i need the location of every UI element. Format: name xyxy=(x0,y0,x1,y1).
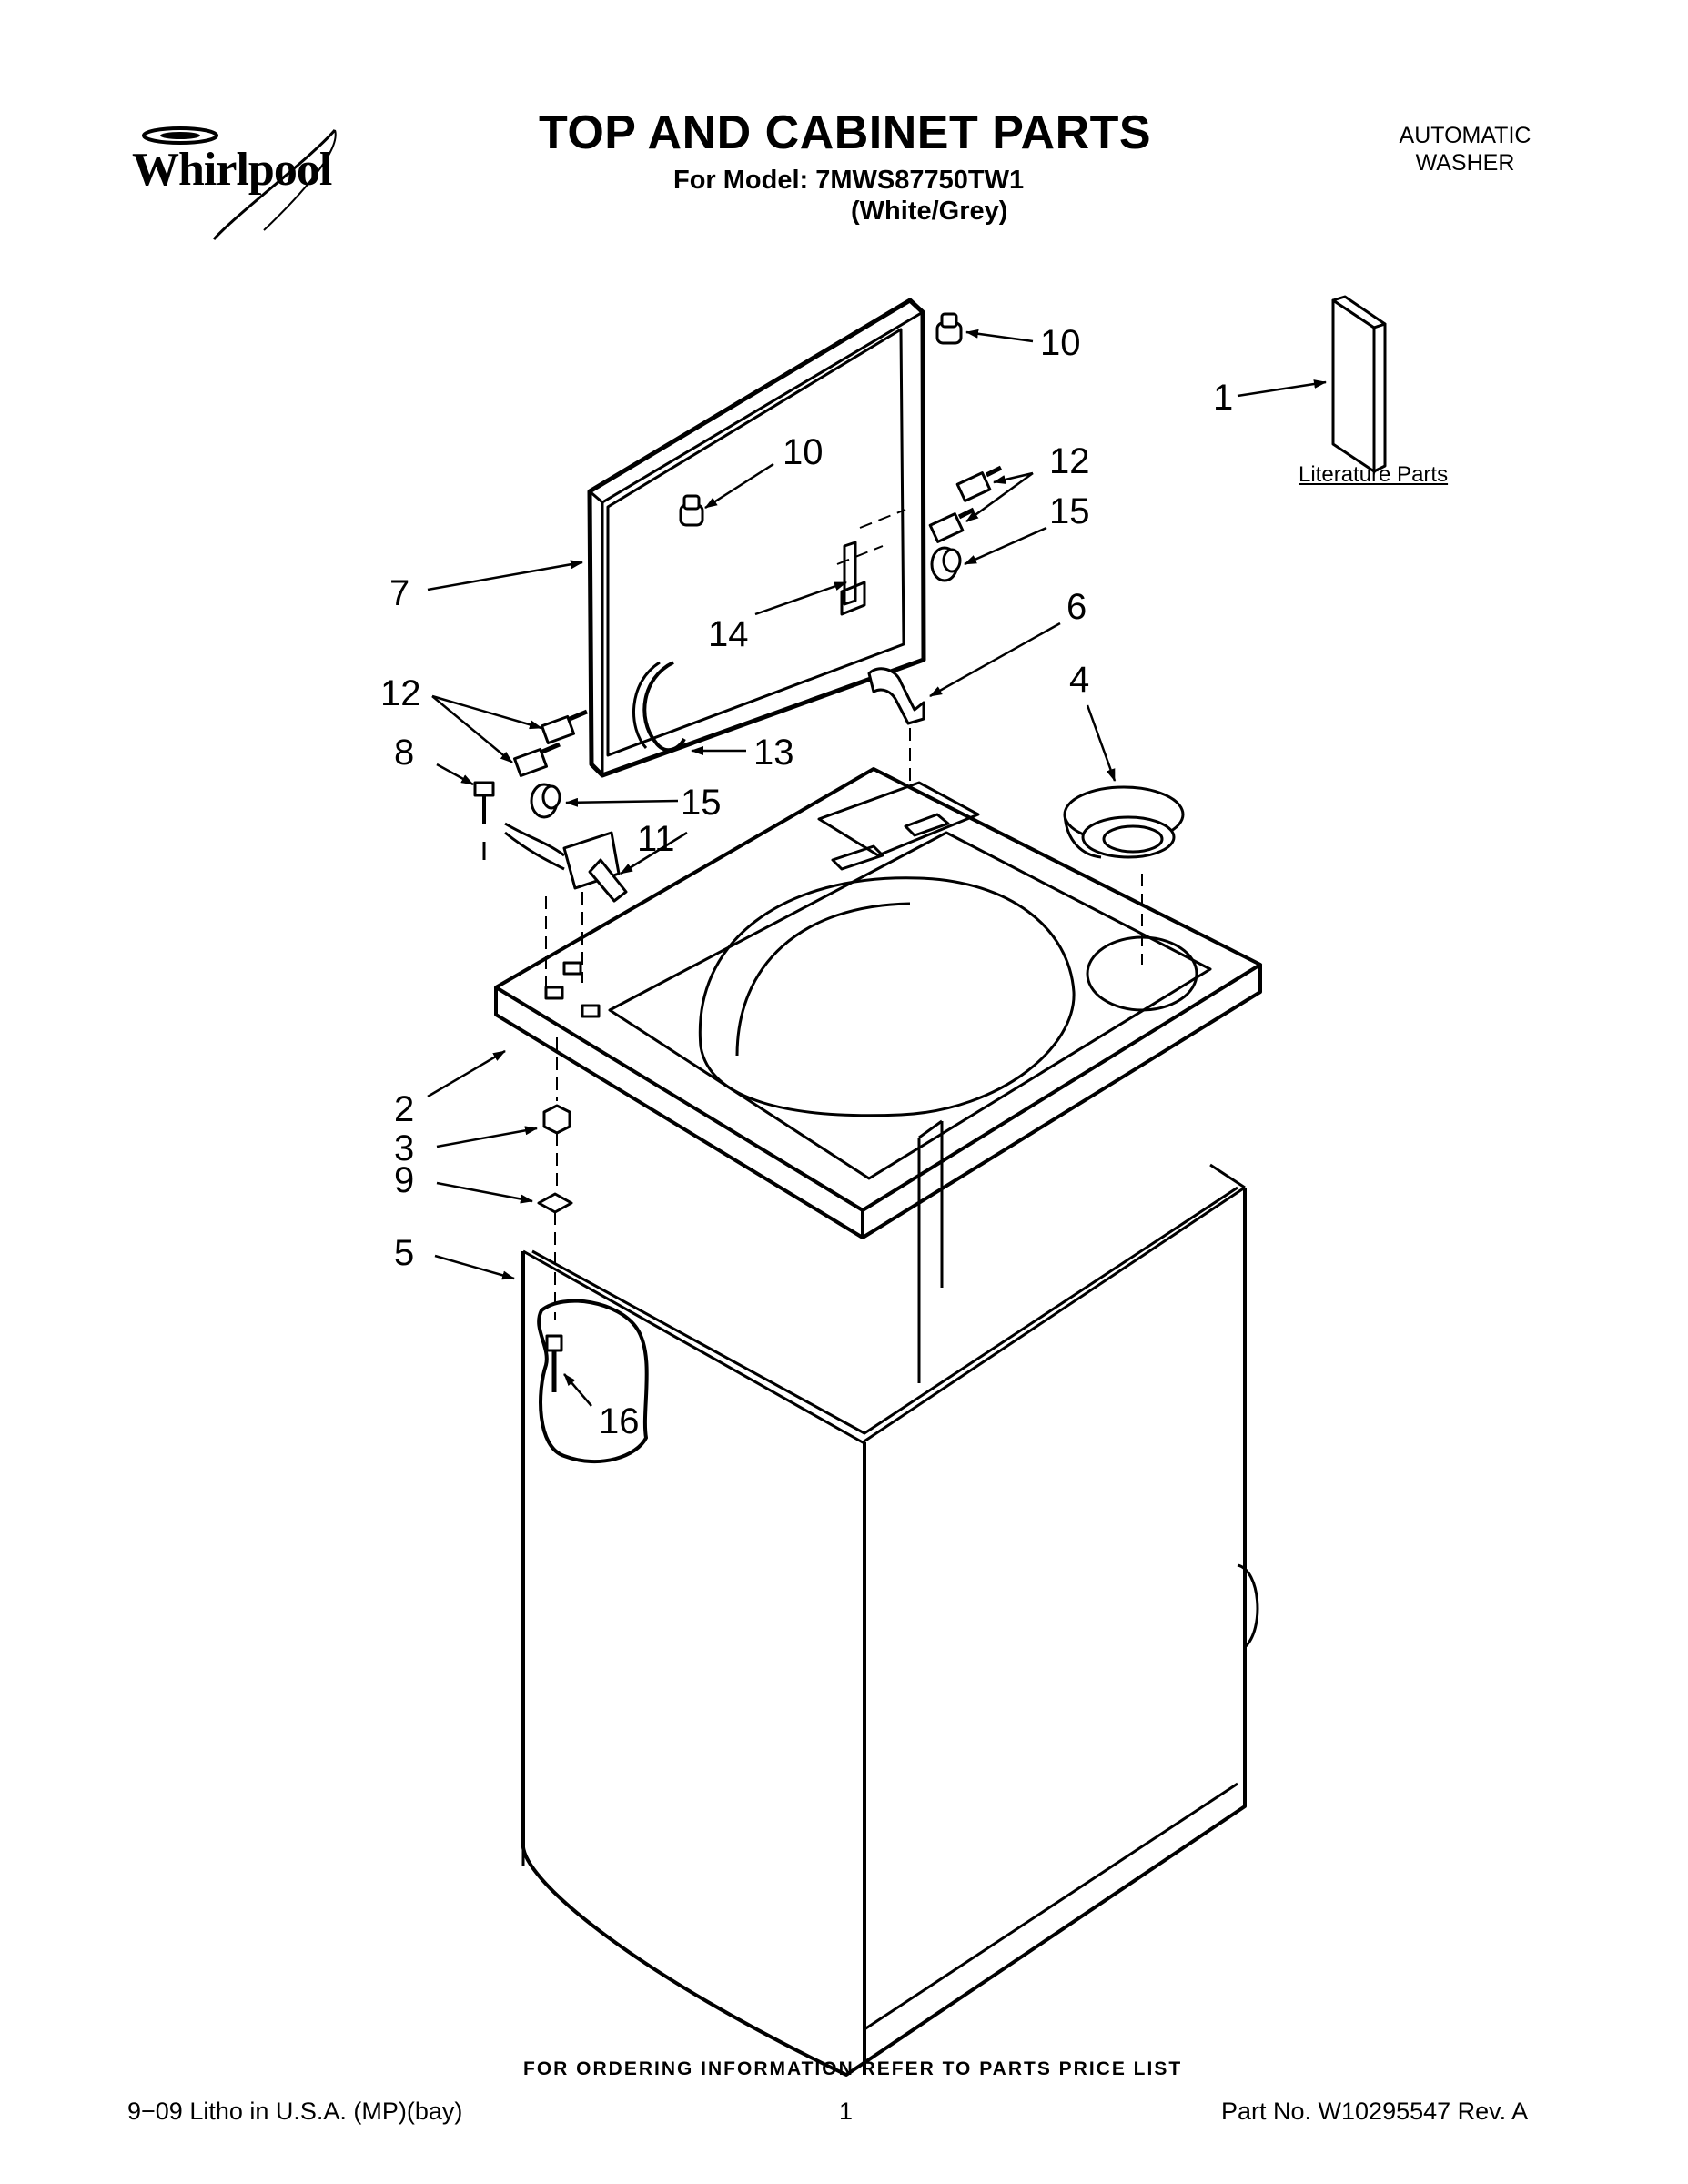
callout-5: 5 xyxy=(394,1233,414,1273)
callout-8: 8 xyxy=(394,733,414,773)
callout-9: 9 xyxy=(394,1160,414,1200)
callout-6: 6 xyxy=(1066,587,1087,627)
cabinet xyxy=(521,1163,1259,2077)
whirlpool-logo: Whirlpool xyxy=(127,123,391,250)
callout-13: 13 xyxy=(753,733,794,773)
product-category: AUTOMATIC WASHER xyxy=(1383,122,1547,177)
category-line-1: AUTOMATIC xyxy=(1399,123,1531,148)
litho-line: 9−09 Litho in U.S.A. (MP)(bay) xyxy=(127,2098,463,2125)
color-line: (White/Grey) xyxy=(851,197,1008,226)
lid-switch-screw xyxy=(473,781,495,860)
brand-name: Whirlpool xyxy=(132,144,332,196)
category-line-2: WASHER xyxy=(1415,150,1515,176)
page-number: 1 xyxy=(839,2098,854,2125)
cabinet-nut xyxy=(542,1104,571,1135)
bleach-dispenser xyxy=(1063,785,1185,859)
hinge-bushing-right xyxy=(930,546,962,582)
callout-11: 11 xyxy=(637,819,675,859)
lid-switch xyxy=(504,822,628,903)
spring-clip xyxy=(537,1192,573,1214)
ordering-note: FOR ORDERING INFORMATION REFER TO PARTS … xyxy=(523,2058,1183,2079)
callout-1: 1 xyxy=(1213,378,1233,418)
model-line: For Model: 7MWS87750TW1 xyxy=(673,166,1025,195)
literature-booklet xyxy=(1331,295,1387,473)
page-title: TOP AND CABINET PARTS xyxy=(539,106,1152,159)
callout-10-top: 10 xyxy=(1040,323,1081,363)
callout-3: 3 xyxy=(394,1128,414,1168)
callout-15-left: 15 xyxy=(681,783,722,823)
callout-12-right: 12 xyxy=(1049,441,1090,481)
part-number: Part No. W10295547 Rev. A xyxy=(1221,2098,1529,2125)
logo-swirl-icon xyxy=(142,126,337,240)
lid xyxy=(587,298,926,778)
callout-15-right: 15 xyxy=(1049,491,1090,531)
cabinet-top xyxy=(494,767,1262,1292)
callout-2: 2 xyxy=(394,1089,414,1129)
callout-16: 16 xyxy=(599,1401,640,1441)
hinge-bushing-left xyxy=(530,783,561,819)
callout-12-left: 12 xyxy=(380,673,421,713)
hinge-clip xyxy=(867,667,925,725)
callout-14: 14 xyxy=(708,614,749,654)
cabinet-cutaway xyxy=(537,1299,649,1464)
callout-4: 4 xyxy=(1069,660,1089,700)
lid-bumper-top xyxy=(935,312,963,345)
lid-bumper-middle xyxy=(679,494,704,527)
callout-10-middle: 10 xyxy=(783,432,824,472)
hinge-screws-left xyxy=(512,709,588,778)
callout-7: 7 xyxy=(389,573,409,613)
